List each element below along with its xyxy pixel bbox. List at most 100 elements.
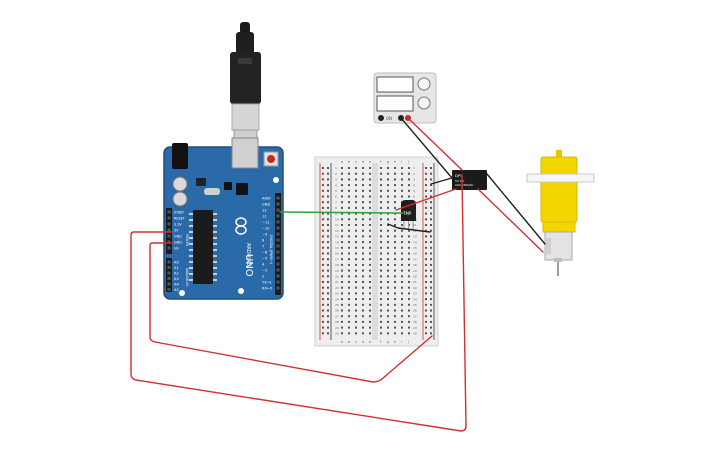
breadboard-hole[interactable] [362,195,364,198]
rail-hole[interactable] [327,281,329,283]
rail-hole[interactable] [327,269,329,272]
breadboard-hole[interactable] [348,235,350,238]
breadboard-hole[interactable] [401,292,403,295]
breadboard-hole[interactable] [401,246,403,249]
breadboard-hole[interactable] [369,263,371,266]
rail-hole[interactable] [327,246,329,249]
breadboard-hole[interactable] [387,201,389,204]
breadboard-hole[interactable] [348,281,350,283]
rail-hole[interactable] [425,286,427,289]
breadboard-hole[interactable] [369,184,371,187]
breadboard-hole[interactable] [401,167,403,169]
digital-pin[interactable] [276,244,280,248]
breadboard-hole[interactable] [369,172,371,175]
rail-hole[interactable] [322,298,324,301]
breadboard-hole[interactable] [401,326,403,329]
breadboard-hole[interactable] [341,292,343,295]
rail-hole[interactable] [322,275,324,278]
breadboard-hole[interactable] [355,229,357,232]
breadboard-hole[interactable] [387,315,389,318]
rail-hole[interactable] [425,315,427,318]
rail-hole[interactable] [425,178,427,181]
breadboard-hole[interactable] [387,332,389,335]
rail-hole[interactable] [425,246,427,249]
breadboard-hole[interactable] [348,298,350,301]
breadboard-hole[interactable] [369,298,371,301]
rail-hole[interactable] [430,167,432,169]
analog-header[interactable] [166,258,172,292]
rail-hole[interactable] [327,320,329,323]
rail-hole[interactable] [430,269,432,272]
breadboard-hole[interactable] [362,281,364,283]
breadboard-hole[interactable] [341,224,343,226]
rail-hole[interactable] [430,241,432,244]
breadboard-hole[interactable] [394,201,396,204]
rail-hole[interactable] [425,201,427,204]
rail-hole[interactable] [425,235,427,238]
breadboard-hole[interactable] [362,303,364,306]
rail-hole[interactable] [322,320,324,323]
breadboard-hole[interactable] [387,218,389,221]
breadboard-hole[interactable] [408,172,410,175]
breadboard-hole[interactable] [394,172,396,175]
rail-hole[interactable] [327,224,329,226]
rail-hole[interactable] [430,246,432,249]
breadboard-hole[interactable] [387,303,389,306]
breadboard-hole[interactable] [348,241,350,244]
rail-hole[interactable] [430,212,432,215]
rail-hole[interactable] [322,241,324,244]
rail-hole[interactable] [322,206,324,209]
rail-hole[interactable] [327,286,329,289]
breadboard-hole[interactable] [341,172,343,175]
breadboard-hole[interactable] [394,241,396,244]
breadboard-hole[interactable] [380,167,382,169]
breadboard-hole[interactable] [401,263,403,266]
breadboard-hole[interactable] [348,189,350,192]
breadboard-hole[interactable] [348,258,350,261]
rail-hole[interactable] [425,224,427,226]
breadboard-hole[interactable] [408,281,410,283]
rail-hole[interactable] [425,332,427,335]
breadboard-hole[interactable] [387,269,389,272]
rail-hole[interactable] [430,281,432,283]
rail-hole[interactable] [430,263,432,266]
breadboard-hole[interactable] [341,212,343,215]
breadboard-hole[interactable] [369,241,371,244]
breadboard-hole[interactable] [362,269,364,272]
breadboard-hole[interactable] [408,246,410,249]
breadboard-hole[interactable] [394,332,396,335]
digital-pin[interactable] [276,208,280,212]
rail-hole[interactable] [430,229,432,232]
current-knob[interactable] [417,96,431,110]
breadboard-hole[interactable] [394,218,396,221]
power-pin[interactable] [167,222,171,226]
power-pin[interactable] [167,216,171,220]
breadboard-hole[interactable] [408,320,410,323]
rail-hole[interactable] [327,189,329,192]
breadboard-hole[interactable] [401,315,403,318]
breadboard-hole[interactable] [362,292,364,295]
rail-hole[interactable] [430,298,432,301]
digital-pin[interactable] [276,280,280,284]
breadboard-hole[interactable] [394,292,396,295]
breadboard-hole[interactable] [355,189,357,192]
breadboard-hole[interactable] [401,303,403,306]
breadboard-hole[interactable] [408,189,410,192]
breadboard-hole[interactable] [369,252,371,255]
breadboard-hole[interactable] [355,184,357,187]
breadboard-hole[interactable] [341,167,343,169]
breadboard-hole[interactable] [341,241,343,244]
rail-hole[interactable] [322,195,324,198]
breadboard-hole[interactable] [394,303,396,306]
breadboard-hole[interactable] [341,189,343,192]
breadboard-hole[interactable] [408,326,410,329]
rail-hole[interactable] [327,258,329,261]
rail-hole[interactable] [430,178,432,181]
rail-hole[interactable] [322,332,324,335]
power-pin[interactable] [167,210,171,214]
rail-hole[interactable] [430,275,432,278]
breadboard-hole[interactable] [394,235,396,238]
breadboard-hole[interactable] [380,201,382,204]
rail-hole[interactable] [425,172,427,175]
